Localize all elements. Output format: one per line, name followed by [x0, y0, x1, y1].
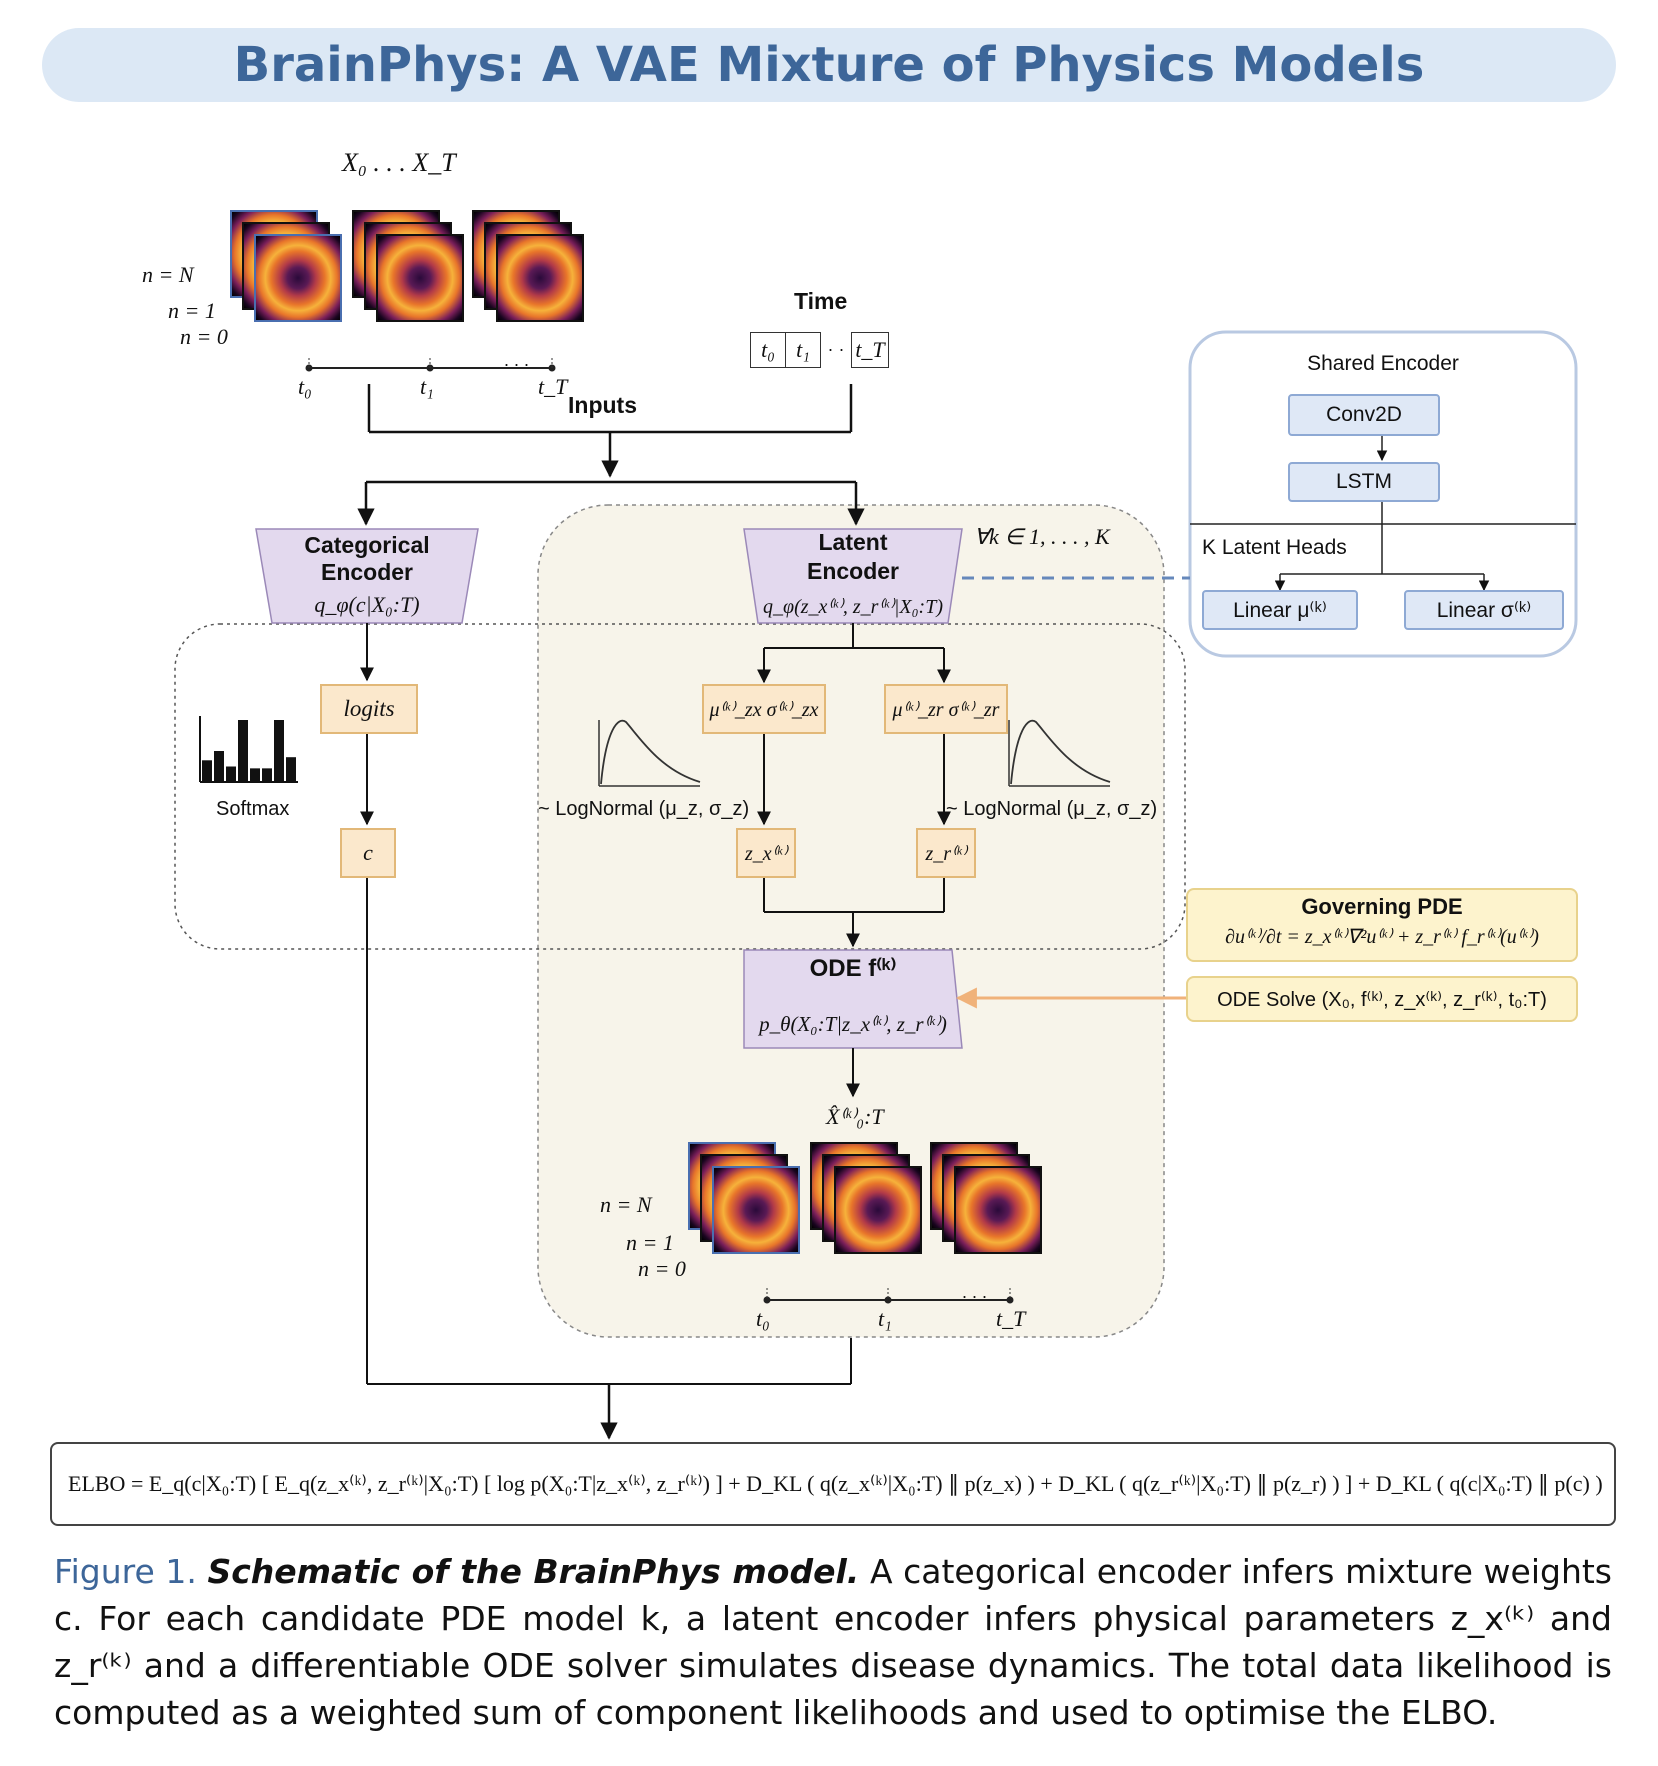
output-tick-t0: t₀	[756, 1306, 770, 1331]
linear-mu-block: Linear μ⁽ᵏ⁾	[1202, 590, 1358, 630]
softmax-bar	[214, 751, 224, 782]
forall-k-label: ∀k ∈ 1, . . . , K	[974, 524, 1110, 549]
latent-heads-label: K Latent Heads	[1202, 536, 1347, 559]
shared-encoder-title: Shared Encoder	[1307, 352, 1459, 375]
output-tick-t1: t₁	[878, 1306, 892, 1331]
softmax-bar	[274, 720, 284, 782]
input-n-label-1: n = 1	[168, 298, 216, 323]
lognormal-curve-right	[1008, 719, 1111, 787]
ode-shape	[743, 949, 963, 1049]
caption-text: A categorical encoder infers mixture wei…	[54, 1552, 1612, 1732]
latent-encoder-title-line1: Latent	[818, 529, 888, 555]
lstm-block: LSTM	[1288, 462, 1440, 502]
time-vector: t₀ t₁ · · t_T	[750, 332, 889, 368]
softmax-bar	[262, 768, 272, 782]
logits-box: logits	[320, 684, 418, 734]
softmax-bar	[286, 757, 296, 782]
lognormal-label-left: ~ LogNormal (μ_z, σ_z)	[538, 798, 750, 820]
time-cell-dots: · ·	[827, 338, 845, 359]
inputs-label: Inputs	[568, 392, 637, 418]
latent-encoder-formula: q_φ(z_x⁽ᵏ⁾, z_r⁽ᵏ⁾|X₀:T)	[763, 596, 943, 618]
output-ellipsis: . . .	[962, 1282, 988, 1302]
ode-solve-box: ODE Solve (X₀, f⁽ᵏ⁾, z_x⁽ᵏ⁾, z_r⁽ᵏ⁾, t₀:…	[1186, 976, 1578, 1022]
caption-bold-title: Schematic of the BrainPhys model.	[207, 1552, 860, 1591]
input-n-label-N: n = N	[142, 262, 194, 287]
elbo-equation: ELBO = E_q(c|X₀:T) [ E_q(z_x⁽ᵏ⁾, z_r⁽ᵏ⁾|…	[68, 1471, 1603, 1496]
time-cell-t1: t₁	[786, 332, 821, 368]
softmax-label: Softmax	[216, 798, 290, 820]
zx-box: z_x⁽ᵏ⁾	[736, 828, 796, 878]
param-box-x: μ⁽ᵏ⁾_zx σ⁽ᵏ⁾_zx	[702, 684, 826, 734]
sampling-region	[174, 623, 1186, 950]
softmax-chart	[199, 716, 298, 783]
categorical-encoder-formula: q_φ(c|X₀:T)	[314, 592, 420, 617]
elbo-box: ELBO = E_q(c|X₀:T) [ E_q(z_x⁽ᵏ⁾, z_r⁽ᵏ⁾|…	[50, 1442, 1616, 1526]
output-tick-tT: t_T	[996, 1306, 1026, 1331]
softmax-bar	[226, 766, 236, 782]
input-tick-tT: t_T	[538, 374, 568, 399]
time-cell-t0: t₀	[750, 332, 786, 368]
ode-output-label: X̂⁽ᵏ⁾₀:T	[826, 1104, 884, 1129]
categorical-encoder-shape	[255, 528, 479, 624]
latent-encoder-title-line2: Encoder	[806, 558, 900, 584]
ode-title: ODE f⁽ᵏ⁾	[809, 955, 897, 982]
softmax-bar	[202, 760, 212, 782]
input-n-label-0: n = 0	[180, 324, 228, 349]
lognormal-curve-left	[598, 719, 701, 787]
c-box: c	[340, 828, 396, 878]
governing-pde-box: Governing PDE ∂u⁽ᵏ⁾/∂t = z_x⁽ᵏ⁾∇²u⁽ᵏ⁾ + …	[1186, 888, 1578, 962]
param-box-r: μ⁽ᵏ⁾_zr σ⁽ᵏ⁾_zr	[884, 684, 1008, 734]
latent-encoder-title: Latent Encoder	[758, 528, 948, 586]
latent-encoder-shape	[743, 528, 963, 624]
ode-formula: p_θ(X₀:T|z_x⁽ᵏ⁾, z_r⁽ᵏ⁾)	[759, 1012, 947, 1036]
governing-pde-equation: ∂u⁽ᵏ⁾/∂t = z_x⁽ᵏ⁾∇²u⁽ᵏ⁾ + z_r⁽ᵏ⁾ f_r⁽ᵏ⁾(…	[1225, 926, 1539, 948]
output-n-label-N: n = N	[600, 1192, 652, 1217]
categorical-encoder-title-line1: Categorical	[304, 532, 430, 558]
input-ellipsis: . . .	[504, 350, 530, 370]
output-n-label-0: n = 0	[638, 1256, 686, 1281]
softmax-bar	[250, 768, 260, 782]
input-tick-t0: t₀	[298, 374, 312, 399]
softmax-bar	[238, 720, 248, 782]
title-bar: BrainPhys: A VAE Mixture of Physics Mode…	[42, 28, 1616, 102]
output-n-label-1: n = 1	[626, 1230, 674, 1255]
input-sequence-label: X₀ . . . X_T	[342, 148, 456, 177]
conv2d-block: Conv2D	[1288, 394, 1440, 436]
governing-pde-title: Governing PDE	[1301, 894, 1463, 919]
categorical-encoder-title-line2: Encoder	[320, 559, 414, 585]
caption-figure-label: Figure 1.	[54, 1552, 197, 1591]
figure-caption: Figure 1. Schematic of the BrainPhys mod…	[54, 1548, 1612, 1736]
linear-sigma-block: Linear σ⁽ᵏ⁾	[1404, 590, 1564, 630]
time-title: Time	[794, 288, 848, 314]
categorical-encoder-title: Categorical Encoder	[272, 532, 462, 586]
lognormal-label-right: ~ LogNormal (μ_z, σ_z)	[946, 798, 1158, 820]
input-tick-t1: t₁	[420, 374, 434, 399]
diagram-title: BrainPhys: A VAE Mixture of Physics Mode…	[233, 37, 1425, 93]
zr-box: z_r⁽ᵏ⁾	[916, 828, 976, 878]
time-cell-tT: t_T	[851, 332, 889, 368]
